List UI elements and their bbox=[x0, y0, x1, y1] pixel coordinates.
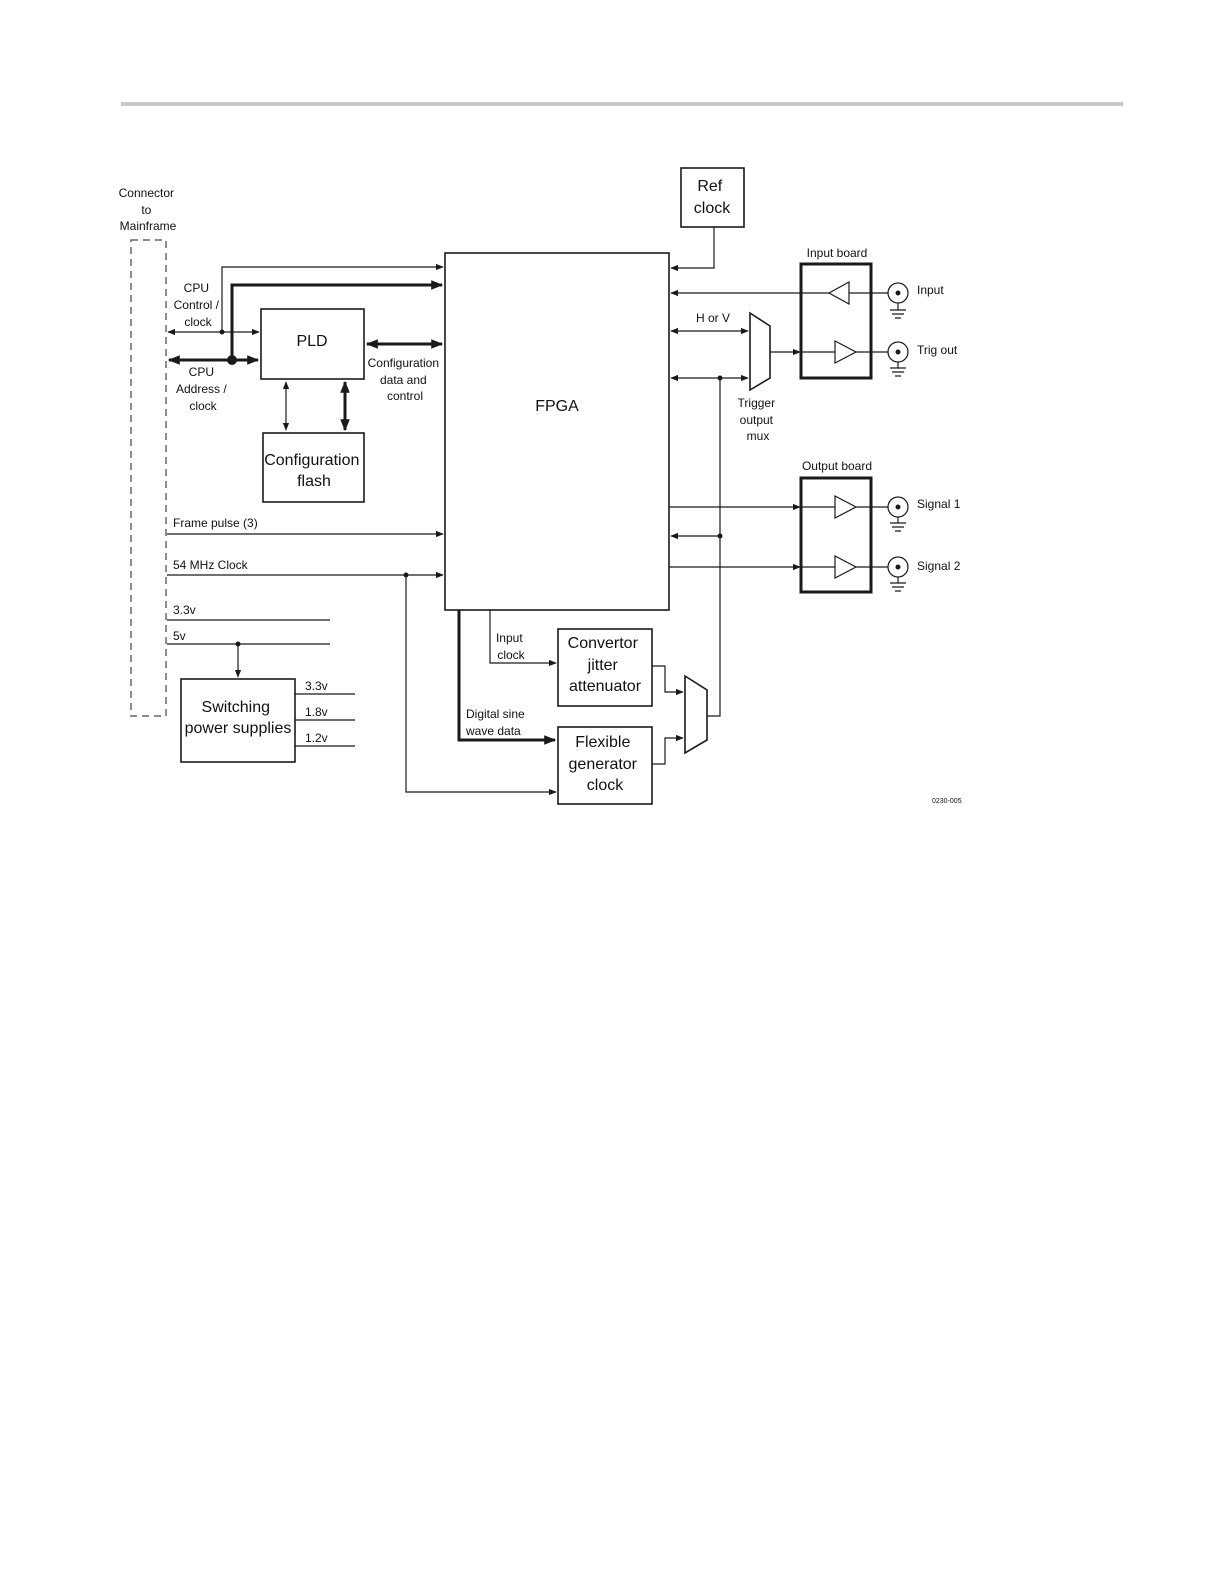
input-label: Input bbox=[917, 283, 944, 297]
pld-label: PLD bbox=[296, 333, 327, 350]
cpu-control-wire bbox=[221, 263, 444, 332]
connector-label: Connector to Mainframe bbox=[119, 186, 178, 233]
digital-sine-label: Digital sine wave data bbox=[465, 707, 528, 738]
convertor-block bbox=[557, 628, 653, 707]
convertor-label: Convertor jitter attenuator bbox=[568, 635, 643, 695]
fpga-block bbox=[444, 252, 670, 611]
out12-label: 1.2v bbox=[305, 731, 328, 745]
signal1-label: Signal 1 bbox=[917, 497, 961, 511]
ref-clock-block bbox=[680, 167, 745, 228]
signal1-connector-icon bbox=[887, 496, 909, 532]
input-buffer-icon bbox=[827, 280, 850, 306]
trig-out-label: Trig out bbox=[917, 343, 958, 357]
digital-sine-wire bbox=[457, 610, 557, 745]
signal1-buffer-icon bbox=[834, 495, 858, 519]
pld-block bbox=[260, 308, 365, 380]
trigger-mux-label: Trigger output mux bbox=[738, 396, 779, 443]
switching-power-block bbox=[180, 678, 296, 763]
out33-label: 3.3v bbox=[305, 679, 328, 693]
flexible-clock-block bbox=[557, 726, 653, 805]
signal2-label: Signal 2 bbox=[917, 559, 961, 573]
ref-clock-wire bbox=[670, 227, 715, 272]
frame-pulse-label: Frame pulse (3) bbox=[173, 516, 258, 530]
input-board-label: Input board bbox=[807, 246, 868, 260]
input-board bbox=[799, 262, 873, 380]
trig-buffer-icon bbox=[834, 340, 858, 364]
trigger-mux-icon bbox=[749, 311, 771, 392]
switching-power-label: Switching power supplies bbox=[185, 699, 292, 737]
config-flash-label: Configuration flash bbox=[264, 452, 364, 490]
cpu-address-wire bbox=[230, 280, 444, 360]
v5-label: 5v bbox=[173, 629, 186, 643]
v33-label: 3.3v bbox=[173, 603, 196, 617]
flexible-clock-label: Flexible generator clock bbox=[569, 734, 642, 794]
ref-clock-label: Ref clock bbox=[694, 178, 731, 217]
input-clock-wire bbox=[489, 610, 557, 667]
input-connector-icon bbox=[887, 282, 909, 319]
config-flash-block bbox=[262, 432, 365, 503]
config-data-label: Configuration data and control bbox=[368, 356, 443, 403]
header-rule bbox=[121, 102, 1123, 106]
signal2-buffer-icon bbox=[834, 555, 858, 579]
cpu-control-label: CPU Control / clock bbox=[174, 281, 223, 329]
connector-block bbox=[130, 239, 167, 717]
clock54-label: 54 MHz Clock bbox=[173, 558, 249, 572]
fpga-label: FPGA bbox=[535, 398, 579, 415]
h-or-v-label: H or V bbox=[696, 311, 730, 325]
output-board-label: Output board bbox=[802, 459, 872, 473]
output-board bbox=[799, 476, 873, 594]
clock-mux-icon bbox=[684, 674, 708, 755]
input-clock-label: Input clock bbox=[496, 631, 526, 662]
out18-label: 1.8v bbox=[305, 705, 328, 719]
figure-id: 0230-005 bbox=[932, 798, 962, 805]
cpu-address-label: CPU Address / clock bbox=[176, 365, 230, 413]
signal2-connector-icon bbox=[887, 556, 909, 592]
clock-feedback-wire bbox=[707, 378, 721, 717]
trig-connector-icon bbox=[887, 341, 909, 377]
